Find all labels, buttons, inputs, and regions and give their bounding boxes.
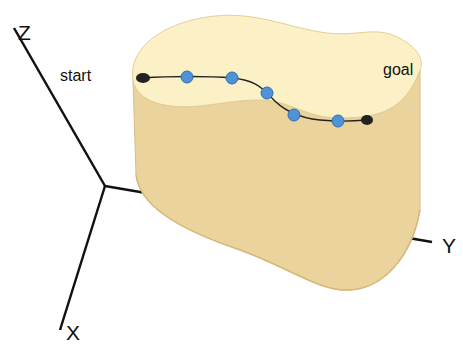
- axis-label: X: [66, 322, 80, 343]
- solid-bottom-edge: [136, 175, 420, 290]
- axis-label: Z: [18, 22, 31, 43]
- x-axis: [60, 186, 105, 330]
- z-axis: [14, 28, 105, 186]
- point-label: goal: [383, 62, 413, 78]
- point-label: start: [60, 68, 91, 84]
- start-point: [136, 73, 150, 83]
- goal-point: [361, 115, 373, 125]
- axis-label: Y: [442, 235, 456, 256]
- waypoints: [181, 71, 344, 127]
- trajectory: [143, 77, 367, 122]
